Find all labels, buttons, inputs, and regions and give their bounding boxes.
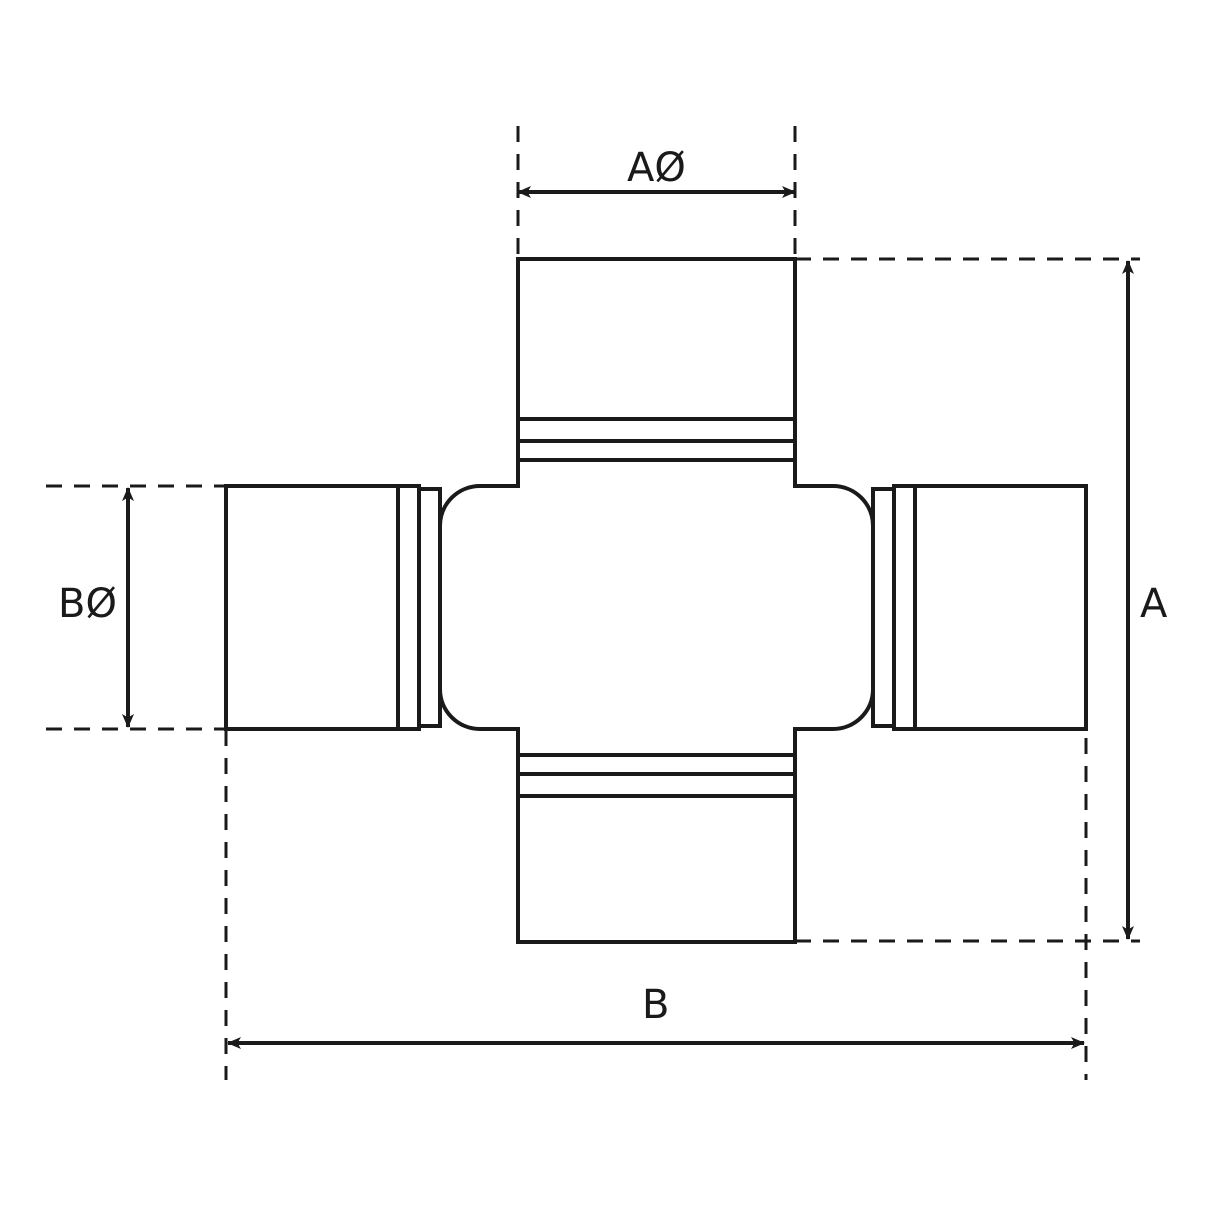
- bearing-cap-top-collar-1: [516, 417, 797, 443]
- bearing-cap-top-collar-2: [516, 439, 797, 462]
- bearing-cap-right-body: [913, 484, 1088, 731]
- bearing-cap-right-collar-2: [871, 487, 896, 728]
- dimension-lines: [122, 186, 1134, 1049]
- bearing-cap-left-collar-1: [396, 484, 421, 731]
- dimension-label-a-overall: A: [1140, 581, 1168, 627]
- bearing-cap-left-body: [224, 484, 400, 731]
- bearing-cap-bottom-collar-2: [516, 753, 797, 776]
- bearing-cap-bottom-collar-1: [516, 772, 797, 798]
- dimension-label-a-diameter: AØ: [627, 145, 686, 191]
- cross-body: [440, 460, 873, 755]
- dimension-label-b-overall: B: [642, 982, 670, 1028]
- bearing-cap-right-collar-1: [892, 484, 917, 731]
- dimension-label-b-diameter: BØ: [58, 581, 117, 627]
- bearing-cap-left-collar-2: [417, 487, 442, 728]
- bearing-cap-bottom-body: [516, 794, 797, 944]
- joint-body: [224, 257, 1088, 944]
- bearing-cap-top-body: [516, 257, 797, 421]
